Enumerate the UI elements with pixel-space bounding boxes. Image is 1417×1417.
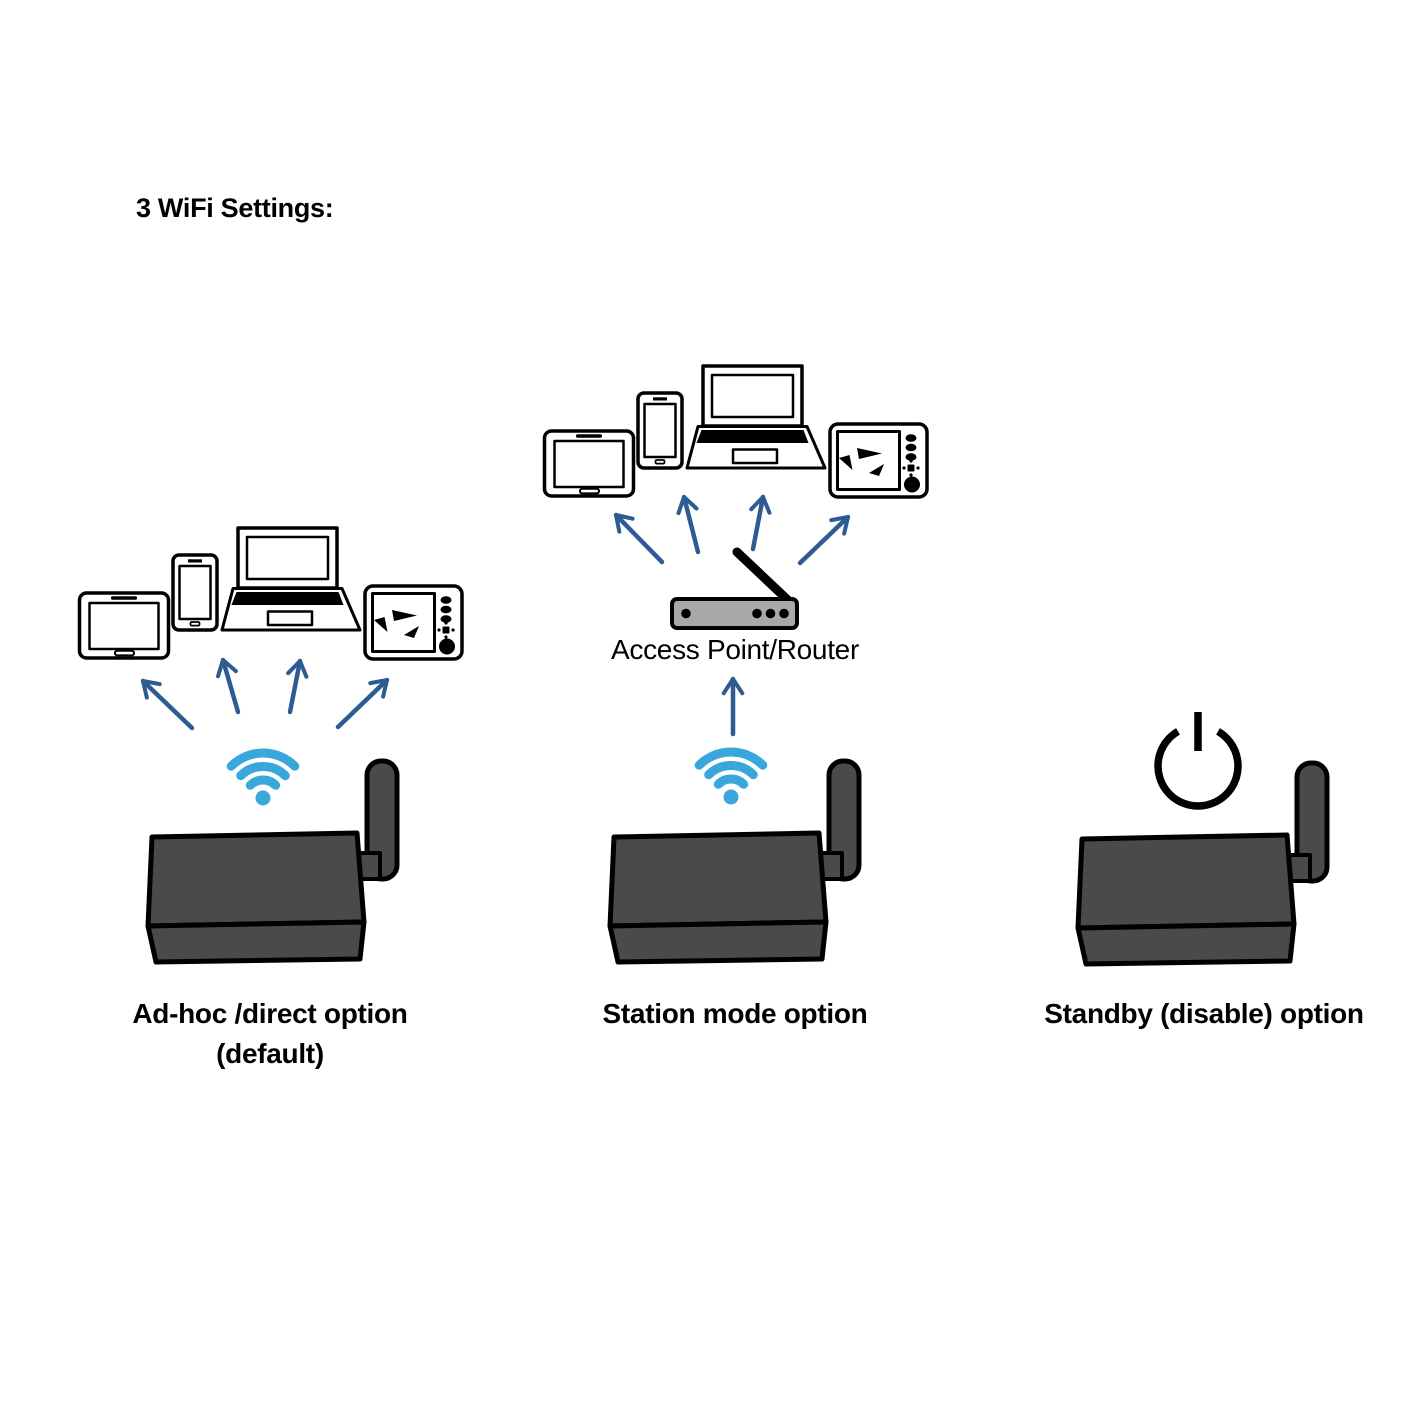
arrow-icon: [613, 512, 665, 565]
arrow-icon: [749, 494, 772, 552]
arrow-icon: [216, 657, 241, 715]
power-icon: [1154, 712, 1242, 810]
caption-standby: Standby (disable) option: [1044, 998, 1364, 1029]
router-icon: [670, 547, 799, 630]
caption-adhoc-line2: (default): [216, 1038, 324, 1069]
wifi-receiver-box: [1078, 763, 1327, 964]
adhoc-device-cluster: [77, 526, 464, 661]
adhoc-section: [77, 526, 464, 962]
caption-adhoc: Ad-hoc /direct option (default): [75, 994, 465, 1074]
router-label: Access Point/Router: [611, 634, 859, 665]
page-title: 3 WiFi Settings:: [136, 193, 334, 223]
wifi-icon: [699, 752, 763, 804]
arrow-icon: [140, 678, 195, 731]
arrow-icon: [676, 494, 701, 555]
arrow-icon: [286, 658, 309, 715]
standby-section: [1078, 712, 1327, 964]
caption-adhoc-line1: Ad-hoc /direct option: [132, 998, 408, 1029]
adhoc-signal-arrows: [140, 657, 390, 731]
router-body: [670, 597, 799, 630]
station-signal-arrows: [613, 494, 851, 566]
station-section: [542, 364, 929, 962]
arrow-icon: [797, 514, 851, 566]
wifi-receiver-box: [148, 761, 397, 962]
router-antenna: [732, 547, 797, 609]
arrow-icon: [335, 677, 390, 730]
station-device-cluster: [542, 364, 929, 499]
caption-station: Station mode option: [602, 998, 868, 1029]
wifi-icon: [231, 753, 295, 805]
